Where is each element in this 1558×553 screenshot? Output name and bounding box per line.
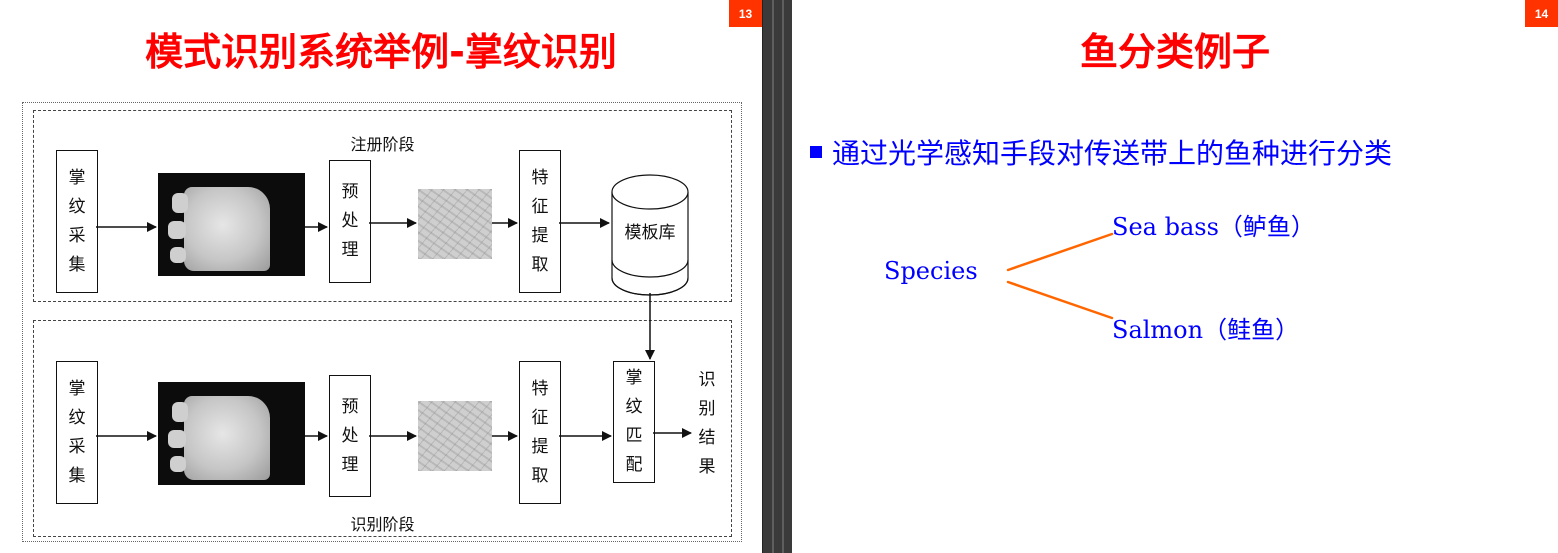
box-char: 匹 [625,426,643,446]
box-char: 预 [341,396,359,417]
enroll-feature-box: 特 征 提 取 [519,150,561,293]
box-char: 集 [68,254,86,275]
box-char: 理 [341,240,359,260]
box-char: 征 [531,407,549,428]
box-char: 特 [531,167,549,188]
enroll-capture-box: 掌 纹 采 集 [56,150,98,293]
box-char: 特 [531,378,549,399]
enrollment-stage: 注册阶段 [33,110,732,302]
box-char: 理 [341,454,359,475]
recog-feature-box: 特 征 提 取 [519,361,561,504]
box-char: 集 [68,465,86,486]
box-char: 掌 [68,167,86,188]
slide-title: 模式识别系统举例-掌纹识别 [145,30,617,74]
recog-preprocess-box: 预 处 理 [329,375,371,497]
finger-shape [168,221,186,239]
palm-shape [184,187,270,271]
finger-shape [170,247,186,263]
finger-shape [172,402,188,422]
palmprint-flowchart: 注册阶段 识别阶段 掌 纹 采 集 预 处 理 特 征 提 [22,102,742,542]
finger-shape [168,430,186,448]
enrollment-stage-label: 注册阶段 [350,135,415,154]
enroll-preprocess-box: 预 处 理 [329,160,371,283]
box-char: 征 [531,196,549,217]
branch-line-sea-bass [1006,232,1114,272]
enroll-palm-texture [418,189,492,259]
enroll-palm-image [158,173,305,276]
box-char: 识 [698,370,716,390]
recog-palm-texture [418,401,492,471]
slide-13[interactable]: 13 模式识别系统举例-掌纹识别 注册阶段 识别阶段 掌 纹 采 集 预 处 理 [0,0,762,553]
box-char: 结 [698,428,716,448]
box-char: 采 [68,436,86,457]
slide-title: 鱼分类例子 [1079,30,1270,74]
recog-palm-image [158,382,305,485]
template-database-label: 模板库 [624,223,676,243]
bullet-text: 通过光学感知手段对传送带上的鱼种进行分类 [832,137,1393,170]
recognition-result-label: 识 别 结 果 [695,366,719,482]
box-char: 采 [68,225,86,246]
flow-arrows [96,218,692,441]
slide-divider [762,0,794,553]
box-char: 掌 [68,378,86,399]
box-char: 处 [341,211,359,231]
species-root-label: Species [884,257,978,285]
sea-bass-label: Sea bass（鲈鱼） [1112,213,1315,241]
box-char: 配 [625,455,643,475]
branch-line-salmon [1006,280,1114,320]
box-char: 掌 [625,368,643,388]
box-char: 纹 [625,397,643,417]
box-char: 处 [341,425,359,446]
box-char: 提 [531,436,549,457]
recognition-stage: 识别阶段 [33,320,732,537]
box-char: 纹 [68,196,86,217]
box-char: 果 [698,457,716,477]
palmprint-match-box: 掌 纹 匹 配 [613,361,655,483]
box-char: 别 [698,399,716,419]
page-number-badge: 14 [1525,0,1558,27]
salmon-label: Salmon（鲑鱼） [1112,316,1300,344]
page-number-badge: 13 [729,0,762,27]
palm-shape [184,396,270,480]
box-char: 提 [531,225,549,246]
species-tree-connectors [1006,232,1114,320]
box-char: 预 [341,182,359,202]
box-char: 取 [531,254,549,275]
bullet-item: 通过光学感知手段对传送带上的鱼种进行分类 [810,132,1392,172]
finger-shape [170,456,186,472]
recog-capture-box: 掌 纹 采 集 [56,361,98,504]
box-char: 纹 [68,407,86,428]
finger-shape [172,193,188,213]
slide-14[interactable]: 14 鱼分类例子 通过光学感知手段对传送带上的鱼种进行分类 Species Se… [792,0,1558,553]
recognition-stage-label: 识别阶段 [350,515,415,534]
square-bullet-icon [810,146,822,158]
box-char: 取 [531,465,549,486]
